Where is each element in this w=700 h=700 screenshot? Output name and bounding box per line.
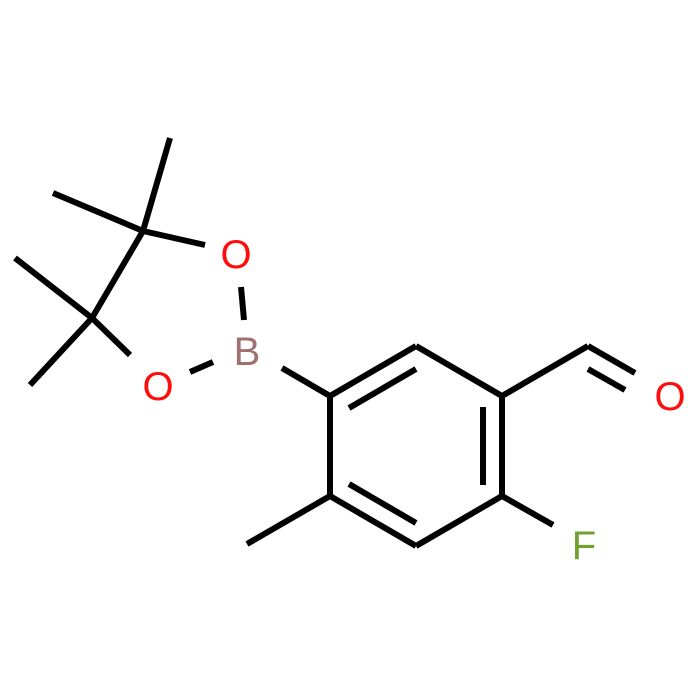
ring-bond-5 [328, 493, 418, 549]
bond-c-o-double-2 [586, 366, 627, 393]
bond-aryl-f [500, 493, 555, 528]
bond-b-aryl [280, 365, 332, 399]
ring-bond-4 [414, 493, 504, 549]
atom-label-o-bottom: O [142, 365, 173, 409]
atom-label-o-top: O [220, 233, 251, 277]
ring-inner-bond-3 [347, 481, 418, 526]
bond-c-o-top [142, 228, 206, 248]
bond-c-o-double-1 [586, 343, 637, 376]
bond-o-b-top [238, 286, 247, 321]
bond-methyl-3 [13, 255, 94, 321]
pinacol-group [13, 137, 247, 388]
bond-aryl-methyl [245, 493, 332, 547]
ring-bond-1 [328, 343, 418, 399]
bond-aryl-cho [500, 343, 590, 399]
bond-o-b-bottom [188, 359, 215, 375]
bond-c-o-bottom [89, 315, 133, 358]
bond-methyl-4 [27, 315, 95, 388]
ring-inner-bond-1 [347, 366, 418, 411]
atom-label-boron: B [234, 330, 261, 374]
ring-bond-2 [414, 343, 504, 399]
atom-label-o-aldehyde: O [654, 375, 685, 419]
benzene-ring [327, 343, 505, 549]
bond-c-c-ring [89, 229, 146, 320]
atom-label-fluorine: F [572, 524, 596, 568]
bond-methyl-1 [51, 190, 145, 234]
bond-methyl-2 [140, 137, 173, 232]
